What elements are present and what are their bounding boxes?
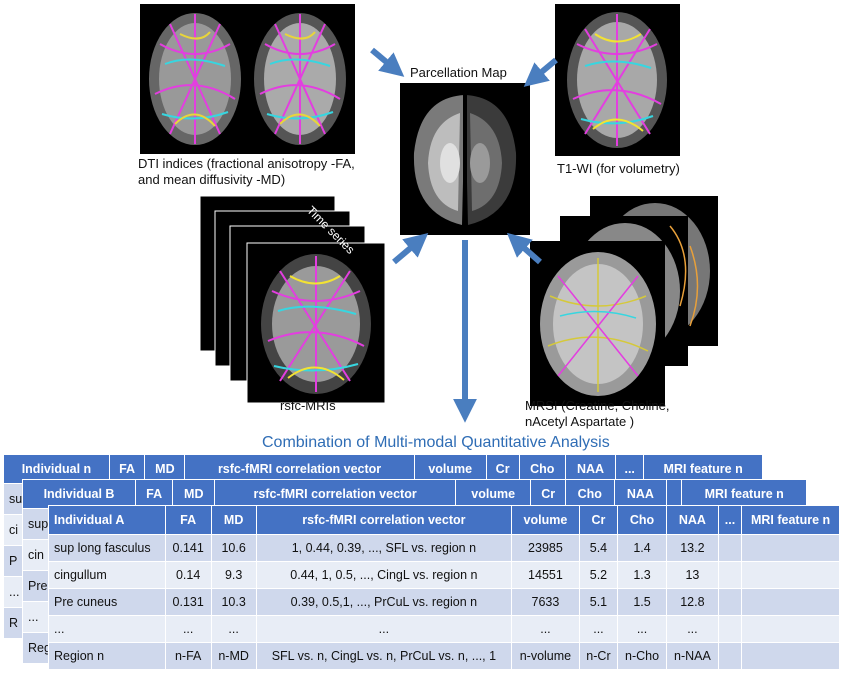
table-cell: n-Cr bbox=[578, 642, 619, 670]
column-header: Cho bbox=[564, 479, 615, 509]
table-cell: 0.141 bbox=[164, 534, 212, 562]
mrsi-label: MRSI (Creatine, Choline, nAcetyl Asparta… bbox=[525, 398, 670, 429]
table-cell: ... bbox=[48, 615, 166, 643]
table-cell: 5.2 bbox=[578, 561, 619, 589]
table-cell bbox=[741, 561, 840, 589]
table-cell: n-MD bbox=[210, 642, 257, 670]
column-header: MD bbox=[210, 505, 257, 535]
table-cell: 9.3 bbox=[210, 561, 257, 589]
column-header bbox=[666, 479, 683, 509]
table-cell: 1.5 bbox=[617, 588, 667, 616]
table-cell bbox=[717, 588, 743, 616]
column-header: NAA bbox=[665, 505, 719, 535]
parcellation-map-image bbox=[400, 83, 530, 235]
t1-label: T1-WI (for volumetry) bbox=[557, 161, 680, 176]
table-cell: SFL vs. n, CingL vs. n, PrCuL vs. n, ...… bbox=[255, 642, 513, 670]
table-cell: ... bbox=[210, 615, 257, 643]
parcellation-label: Parcellation Map bbox=[410, 65, 507, 80]
table-cell: ... bbox=[578, 615, 619, 643]
table-cell: 12.8 bbox=[665, 588, 719, 616]
rsfc-label: rsfc-MRIs bbox=[280, 398, 336, 413]
table-cell bbox=[717, 615, 743, 643]
table-cell: 23985 bbox=[511, 534, 580, 562]
table-cell: 10.3 bbox=[210, 588, 257, 616]
table-cell: ... bbox=[511, 615, 580, 643]
table-cell: ... bbox=[164, 615, 212, 643]
dti-brain-images bbox=[140, 4, 355, 154]
table-cell: 10.6 bbox=[210, 534, 257, 562]
combination-title: Combination of Multi-modal Quantitative … bbox=[262, 434, 610, 451]
table-cell bbox=[741, 534, 840, 562]
table-cell bbox=[741, 615, 840, 643]
table-cell: 0.44, 1, 0.5, ..., CingL vs. region n bbox=[255, 561, 513, 589]
table-cell: 1.3 bbox=[617, 561, 667, 589]
table-cell: 1.4 bbox=[617, 534, 667, 562]
column-header: ... bbox=[717, 505, 743, 535]
column-header: volume bbox=[511, 505, 580, 535]
table-cell: 0.39, 0.5,1, ..., PrCuL vs. region n bbox=[255, 588, 513, 616]
table-cell: 13.2 bbox=[665, 534, 719, 562]
column-header: Cr bbox=[578, 505, 619, 535]
mrsi-brain-stack bbox=[530, 196, 718, 406]
table-cell: 0.14 bbox=[164, 561, 212, 589]
column-header: rsfc-fMRI correlation vector bbox=[214, 479, 456, 509]
table-cell: 5.4 bbox=[578, 534, 619, 562]
t1-brain-image bbox=[555, 4, 680, 156]
table-cell bbox=[741, 642, 840, 670]
table-cell: sup long fasculus bbox=[48, 534, 166, 562]
table-cell: ... bbox=[665, 615, 719, 643]
table-cell: 14551 bbox=[511, 561, 580, 589]
table-cell bbox=[717, 534, 743, 562]
table-row: ........................ bbox=[48, 615, 840, 643]
dti-label: DTI indices (fractional anisotropy -FA, … bbox=[138, 156, 355, 187]
column-header: Cr bbox=[530, 479, 566, 509]
table-cell: 1, 0.44, 0.39, ..., SFL vs. region n bbox=[255, 534, 513, 562]
table-cell: ... bbox=[255, 615, 513, 643]
table-cell bbox=[717, 561, 743, 589]
table-cell: Region n bbox=[48, 642, 166, 670]
column-header: FA bbox=[164, 505, 212, 535]
table-cell bbox=[741, 588, 840, 616]
flow-arrows bbox=[370, 47, 558, 423]
table-cell: 0.131 bbox=[164, 588, 212, 616]
table-cell bbox=[717, 642, 743, 670]
rsfc-brain-stack bbox=[200, 196, 386, 404]
table-cell: cingullum bbox=[48, 561, 166, 589]
table-cell: ... bbox=[617, 615, 667, 643]
column-header: FA bbox=[134, 479, 174, 509]
table-cell: 7633 bbox=[511, 588, 580, 616]
table-cell: n-NAA bbox=[665, 642, 719, 670]
column-header: volume bbox=[454, 479, 532, 509]
column-header: Individual B bbox=[22, 479, 136, 509]
table-cell: n-volume bbox=[511, 642, 580, 670]
column-header: MRI feature n bbox=[741, 505, 840, 535]
table-cell: 13 bbox=[665, 561, 719, 589]
arrow-rsfc bbox=[392, 233, 429, 265]
column-header: Individual A bbox=[48, 505, 166, 535]
arrow-t1 bbox=[523, 57, 558, 87]
column-header: Cho bbox=[617, 505, 667, 535]
table-cell: Pre cuneus bbox=[48, 588, 166, 616]
table-cell: n-Cho bbox=[617, 642, 667, 670]
arrow-mrsi bbox=[506, 232, 542, 265]
table-cell: 5.1 bbox=[578, 588, 619, 616]
column-header: NAA bbox=[613, 479, 668, 509]
arrow-dti bbox=[370, 47, 405, 77]
column-header: MRI feature n bbox=[681, 479, 807, 509]
column-header: rsfc-fMRI correlation vector bbox=[255, 505, 513, 535]
table-cell: n-FA bbox=[164, 642, 212, 670]
